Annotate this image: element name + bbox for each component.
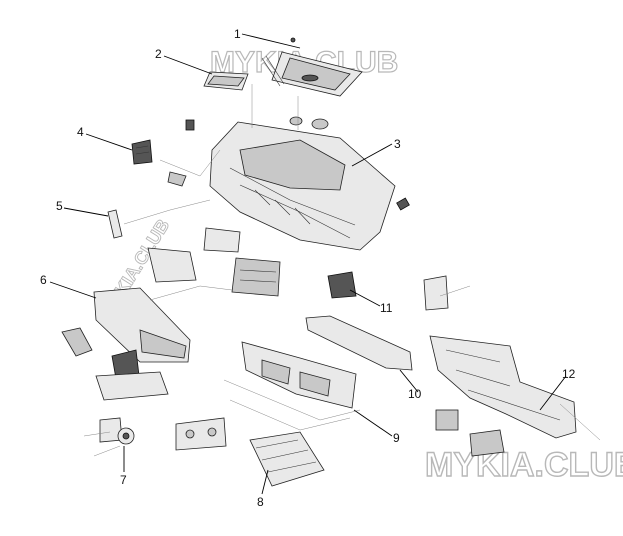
part-8-glove-box	[249, 431, 325, 487]
part-7-key-switch	[117, 427, 135, 445]
center-modules	[147, 227, 281, 297]
callout-7: 7	[120, 473, 127, 487]
callout-4: 4	[77, 125, 84, 139]
callout-2: 2	[155, 47, 162, 61]
watermark-bottom-right: MYKIA.CLUB	[425, 446, 623, 484]
callout-3: 3	[394, 137, 401, 151]
callout-12: 12	[562, 367, 576, 381]
assembly-guide-lines	[83, 84, 601, 457]
part-3-crash-pad	[185, 116, 410, 251]
callout-10: 10	[408, 387, 422, 401]
part-9-lower-fascia	[241, 341, 357, 409]
climate-control-panel	[175, 417, 227, 451]
part-2-speaker-grille	[203, 71, 249, 91]
part-5-bracket	[107, 209, 123, 239]
callout-1: 1	[234, 27, 241, 41]
part-1-upper-cover	[261, 37, 363, 97]
callout-9: 9	[393, 431, 400, 445]
callout-8: 8	[257, 495, 264, 509]
callout-6: 6	[40, 273, 47, 287]
callout-5: 5	[56, 199, 63, 213]
part-11-vent	[327, 271, 357, 299]
part-6-cluster-fascia	[93, 287, 191, 363]
part-10-trim-strip	[305, 315, 413, 371]
part-4-side-vent	[131, 139, 187, 187]
steering-column-group	[61, 327, 169, 443]
leader-lines	[49, 33, 567, 495]
callout-11: 11	[380, 301, 393, 315]
part-12-cross-member	[423, 275, 577, 457]
